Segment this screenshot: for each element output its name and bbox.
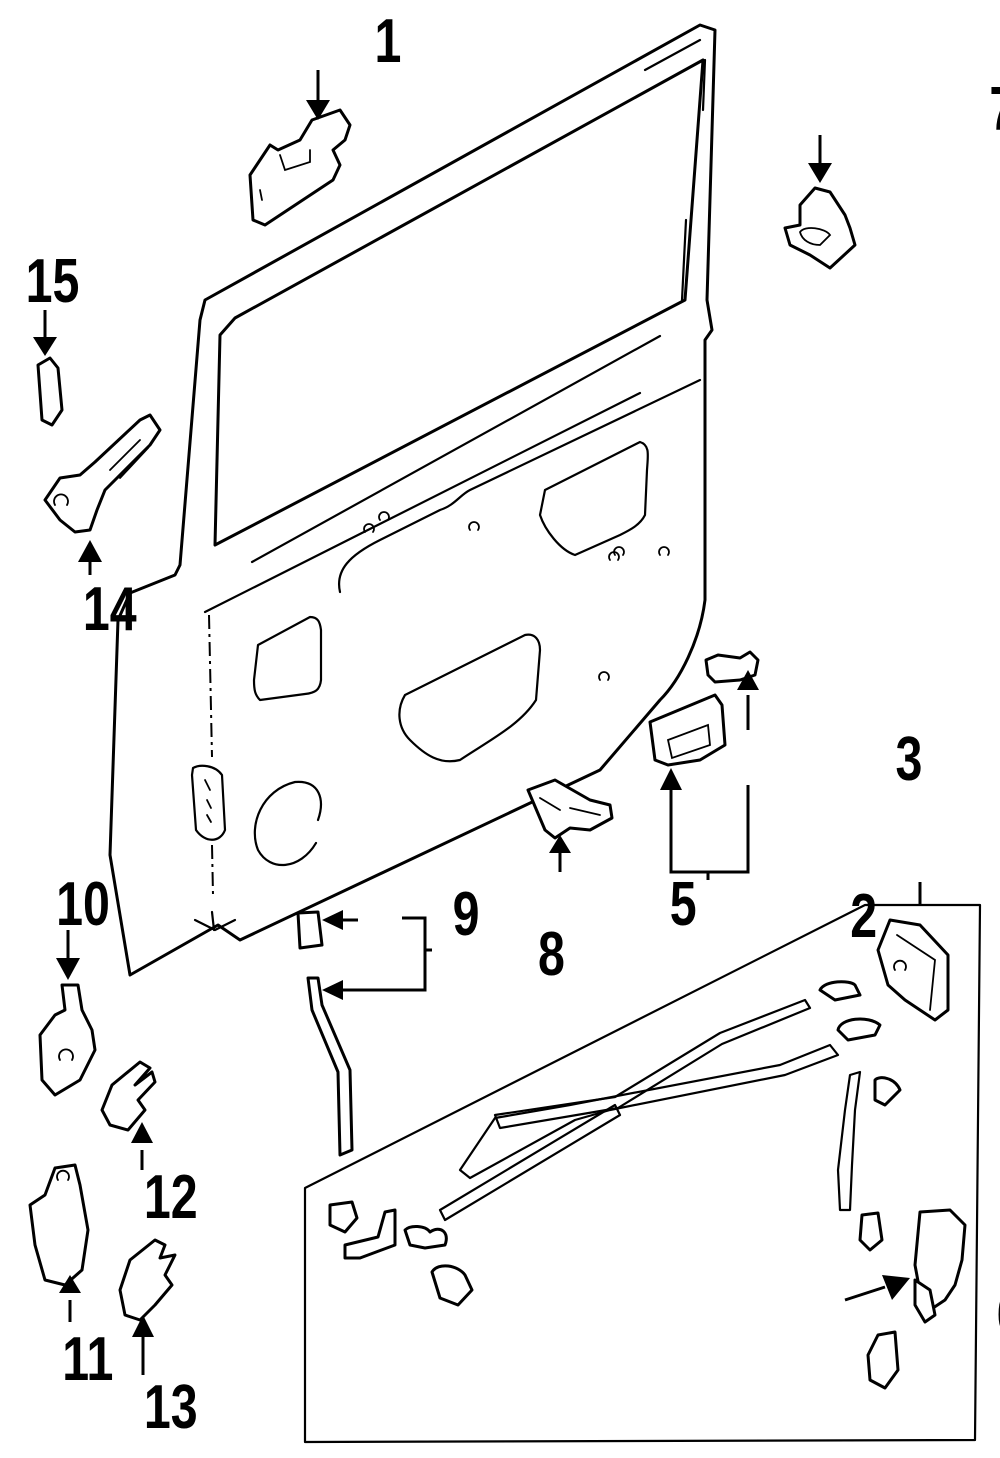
leader-lines [33, 70, 922, 1375]
part-lower-hinge-shim[interactable] [118, 1238, 177, 1322]
callout-7[interactable]: 7 [989, 74, 1000, 143]
bellcrank-lever [343, 1208, 397, 1260]
leader-8-bracket [340, 916, 427, 992]
panel-clip-holes [363, 511, 670, 681]
door-outer-outline [108, 23, 717, 977]
part-handle-bezel-clip[interactable] [704, 650, 760, 684]
belt-line [203, 334, 662, 614]
part-upper-hinge-shim[interactable] [100, 1060, 157, 1132]
arrowhead-6 [882, 1275, 910, 1300]
access-hole-upper-right [538, 440, 649, 557]
latch-slot [190, 764, 227, 841]
arrowhead-12 [131, 1122, 153, 1143]
part-lock-knob-grommet[interactable] [526, 778, 614, 840]
callout-2[interactable]: 2 [850, 881, 877, 950]
callout-14[interactable]: 14 [83, 574, 137, 643]
window-frame-inner [213, 58, 705, 547]
arrowhead-2 [660, 768, 682, 790]
arrowhead-15 [33, 337, 57, 356]
arrowhead-13 [132, 1315, 154, 1337]
arrowhead-1 [306, 100, 330, 120]
window-sash-detail [643, 38, 707, 302]
callout-11[interactable]: 11 [62, 1324, 113, 1393]
callout-8[interactable]: 8 [538, 919, 565, 988]
arrowhead-5 [549, 835, 571, 853]
push-pin-fastener [430, 1264, 474, 1307]
part-striker[interactable] [783, 186, 857, 270]
part-inside-handle[interactable] [648, 693, 727, 767]
leader-2-3-bracket [669, 775, 750, 874]
callout-9[interactable]: 9 [453, 879, 480, 948]
access-hole-center [398, 633, 542, 763]
rod-clip-a [818, 980, 862, 1002]
lower-seam-mark [193, 910, 237, 932]
knob-bushing [328, 1200, 359, 1234]
callout-5[interactable]: 5 [670, 869, 697, 938]
arrowhead-11 [59, 1275, 81, 1293]
callout-12[interactable]: 12 [144, 1162, 198, 1231]
lock-assembly-box-outline [303, 903, 982, 1444]
leader-6 [844, 1285, 886, 1302]
arrowhead-7 [808, 163, 832, 183]
callout-10[interactable]: 10 [56, 869, 110, 938]
arrowhead-10 [56, 958, 80, 980]
part-hinge-pin[interactable] [36, 356, 64, 427]
arrowhead-14 [78, 540, 102, 562]
rod-clip-c [873, 1076, 902, 1107]
part-upper-hinge[interactable] [38, 983, 97, 1097]
part-lower-hinge[interactable] [28, 1163, 90, 1287]
part-rod-clip[interactable] [296, 910, 324, 950]
callout-6[interactable]: 6 [997, 1279, 1000, 1348]
actuator-grommet [866, 1330, 900, 1390]
latch-slot-detail [204, 779, 212, 823]
callout-1[interactable]: 1 [375, 6, 402, 75]
actuator-connector [858, 1211, 884, 1252]
lock-rod-cross [438, 1103, 622, 1222]
part-outside-handle[interactable] [248, 108, 352, 227]
actuator-body [913, 1208, 967, 1312]
panel-centerline [208, 614, 214, 896]
arrowhead-8 [322, 980, 343, 1000]
lock-assembly-box [303, 903, 982, 1444]
inner-panel-contour [337, 378, 702, 594]
rod-end-clip [403, 1225, 448, 1250]
part-lock-rod[interactable] [306, 976, 354, 1157]
callout-15[interactable]: 15 [26, 246, 80, 315]
latch-body [876, 918, 950, 1022]
arrowhead-9 [322, 910, 343, 930]
door-shell [108, 23, 717, 977]
rod-clip-b [836, 1017, 882, 1042]
actuator-rod [836, 1070, 862, 1212]
access-hole-left [252, 615, 323, 702]
part-door-check[interactable] [43, 413, 162, 534]
lock-rod-upper [493, 998, 812, 1130]
arrowhead-3 [737, 670, 759, 690]
callout-13[interactable]: 13 [144, 1372, 198, 1441]
callout-labels: 1 2 3 4 5 6 7 8 9 10 11 12 13 14 15 [26, 6, 1000, 1441]
callout-3[interactable]: 3 [895, 724, 922, 793]
lock-rod-lower [458, 1043, 840, 1180]
actuator-plug [913, 1278, 937, 1324]
speaker-opening [253, 780, 322, 866]
